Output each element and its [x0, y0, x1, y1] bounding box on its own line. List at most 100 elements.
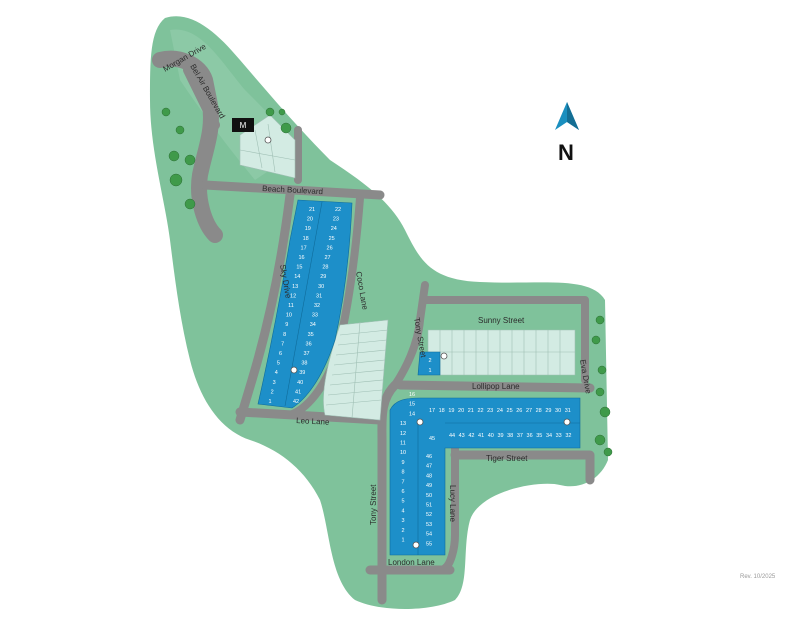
street-london-lane: London Lane	[388, 558, 435, 567]
lot-24: 24	[497, 408, 503, 414]
lot-35: 35	[536, 433, 542, 439]
lot-37: 37	[303, 351, 309, 357]
lot-28: 28	[322, 265, 328, 271]
street-beach-boulevard: Beach Boulevard	[262, 184, 323, 196]
lot-13: 13	[400, 421, 406, 427]
lot-49: 49	[426, 483, 432, 489]
trees	[161, 107, 613, 457]
lot-36: 36	[306, 341, 312, 347]
lot-24: 24	[331, 226, 337, 232]
street-tony-street-south: Tony Street	[369, 484, 378, 525]
lot-45: 45	[429, 436, 435, 442]
future-lot-lines	[239, 123, 575, 419]
lot-29: 29	[545, 408, 551, 414]
lot-22: 22	[477, 408, 483, 414]
lot-41: 41	[478, 433, 484, 439]
lot-8: 8	[401, 470, 404, 476]
lot-33: 33	[556, 433, 562, 439]
street-leo-lane: Leo Lane	[296, 416, 330, 427]
lot-14: 14	[409, 411, 415, 417]
lot-1: 1	[401, 538, 404, 544]
lot-15: 15	[409, 402, 415, 408]
lot-47: 47	[426, 464, 432, 470]
lot-21: 21	[468, 408, 474, 414]
lot-32: 32	[314, 303, 320, 309]
lot-19: 19	[448, 408, 454, 414]
lot-29: 29	[320, 274, 326, 280]
lot-26: 26	[516, 408, 522, 414]
lollipop-tiger-lots	[389, 397, 581, 556]
lot-31: 31	[565, 408, 571, 414]
lot-25: 25	[329, 236, 335, 242]
lot-22: 22	[335, 207, 341, 213]
lot-48: 48	[426, 473, 432, 479]
model-home-label: M	[240, 121, 247, 130]
lot-6: 6	[401, 489, 404, 495]
lot-9: 9	[401, 460, 404, 466]
lot-6: 6	[279, 351, 282, 357]
lot-43: 43	[459, 433, 465, 439]
lot-17: 17	[429, 408, 435, 414]
lot-55: 55	[426, 541, 432, 547]
lot-10: 10	[400, 450, 406, 456]
lot-34: 34	[546, 433, 552, 439]
lot-15: 15	[296, 265, 302, 271]
lot-4: 4	[275, 370, 278, 376]
sky-coco-divider	[284, 201, 323, 407]
lot-11: 11	[288, 303, 294, 309]
lot-7: 7	[401, 479, 404, 485]
lot-20: 20	[458, 408, 464, 414]
lot-33: 33	[312, 313, 318, 319]
lot-3: 3	[401, 518, 404, 524]
lot-44: 44	[449, 433, 455, 439]
lot-40: 40	[297, 380, 303, 386]
lot-23: 23	[333, 217, 339, 223]
sky-coco-lots	[257, 199, 353, 409]
lot-42: 42	[293, 399, 299, 405]
street-lollipop-lane: Lollipop Lane	[472, 382, 520, 391]
sunny-lot-1: 1	[428, 368, 431, 374]
lot-5: 5	[277, 361, 280, 367]
lot-17: 17	[301, 245, 307, 251]
lot-38: 38	[507, 433, 513, 439]
lot-21: 21	[309, 207, 315, 213]
lot-42: 42	[468, 433, 474, 439]
lot-31: 31	[316, 293, 322, 299]
lot-41: 41	[295, 389, 301, 395]
sunny-small-lots	[417, 351, 441, 376]
lot-39: 39	[299, 370, 305, 376]
lot-39: 39	[497, 433, 503, 439]
lot-30: 30	[318, 284, 324, 290]
lot-35: 35	[308, 332, 314, 338]
model-home-marker	[232, 118, 254, 132]
lot-8: 8	[283, 332, 286, 338]
lot-18: 18	[439, 408, 445, 414]
lot-1: 1	[268, 399, 271, 405]
lot-51: 51	[426, 503, 432, 509]
lot-13: 13	[292, 284, 298, 290]
lot-3: 3	[273, 380, 276, 386]
lot-34: 34	[310, 322, 316, 328]
lot-12: 12	[400, 431, 406, 437]
lot-46: 46	[426, 454, 432, 460]
lot-54: 54	[426, 532, 432, 538]
north-arrow-icon	[555, 102, 579, 130]
lot-36: 36	[527, 433, 533, 439]
lot-16: 16	[409, 392, 415, 398]
lot-28: 28	[536, 408, 542, 414]
lot-23: 23	[487, 408, 493, 414]
lot-12: 12	[290, 293, 296, 299]
lot-37: 37	[517, 433, 523, 439]
sunny-lot-2: 2	[428, 358, 431, 364]
lot-25: 25	[507, 408, 513, 414]
lot-38: 38	[301, 361, 307, 367]
lot-27: 27	[324, 255, 330, 261]
lot-19: 19	[305, 226, 311, 232]
lot-11: 11	[400, 441, 406, 447]
lot-53: 53	[426, 522, 432, 528]
